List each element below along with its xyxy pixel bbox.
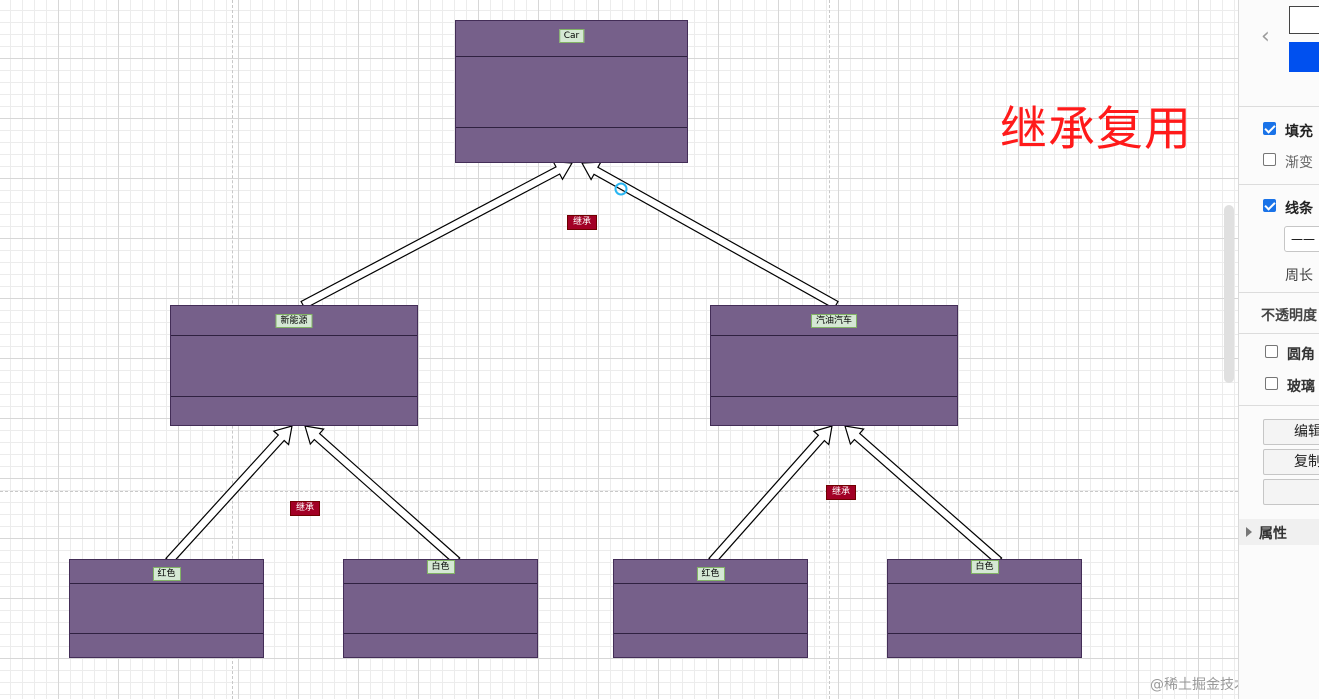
inheritance-arrow[interactable] (708, 425, 833, 565)
class-white-2[interactable]: 白色 (887, 559, 1082, 658)
gradient-label: 渐变 (1285, 155, 1313, 171)
class-name-car[interactable]: Car (558, 29, 585, 43)
class-car[interactable]: Car (455, 20, 688, 163)
class-name-gas-car[interactable]: 汽油汽车 (810, 314, 858, 328)
panel-divider (1239, 333, 1319, 334)
edit-button[interactable]: 编辑 (1263, 419, 1319, 445)
class-divider (70, 633, 263, 634)
line-style-select[interactable]: —— (1284, 226, 1319, 252)
class-red-2[interactable]: 红色 (613, 559, 808, 658)
connection-handle-icon[interactable] (613, 181, 629, 197)
class-name-red-2[interactable]: 红色 (696, 567, 725, 581)
line-label: 线条 (1285, 201, 1313, 217)
inheritance-arrow[interactable] (300, 160, 574, 310)
format-panel: ‹ 填充 渐变 线条 —— 周长 不透明度 圆角 玻璃 编辑 复制 属性 (1238, 0, 1319, 699)
expand-triangle-icon[interactable] (1246, 527, 1252, 537)
class-new-energy[interactable]: 新能源 (170, 305, 418, 426)
inheritance-arrow[interactable] (165, 425, 293, 565)
class-divider (711, 335, 957, 336)
vertical-scrollbar[interactable] (1224, 205, 1234, 383)
edge-label-inherit-right[interactable]: 继承 (826, 485, 857, 500)
color-swatch-white[interactable] (1289, 6, 1319, 34)
glass-label: 玻璃 (1287, 379, 1315, 395)
class-divider (456, 56, 687, 57)
gradient-checkbox[interactable] (1263, 153, 1276, 166)
panel-divider (1239, 106, 1319, 107)
properties-section-header[interactable] (1239, 519, 1319, 545)
class-gas-car[interactable]: 汽油汽车 (710, 305, 958, 426)
annotation-title: 继承复用 (1000, 102, 1192, 157)
inheritance-edges (165, 160, 1003, 565)
class-name-white-2[interactable]: 白色 (970, 560, 999, 574)
color-swatch-blue[interactable] (1289, 42, 1319, 72)
rounded-label: 圆角 (1287, 347, 1315, 363)
class-divider (70, 583, 263, 584)
edge-label-inherit-top[interactable]: 继承 (567, 215, 598, 230)
rounded-checkbox[interactable] (1265, 345, 1278, 358)
diagram-canvas[interactable]: Car 新能源 汽油汽车 红色 白色 红色 白色 继承 继承 继承 (0, 0, 1276, 699)
opacity-label: 不透明度 (1261, 308, 1317, 324)
edge-label-inherit-left[interactable]: 继承 (290, 501, 321, 516)
class-divider (711, 396, 957, 397)
panel-button-blank[interactable] (1263, 479, 1319, 505)
class-white-1[interactable]: 白色 (343, 559, 538, 658)
properties-label: 属性 (1259, 526, 1287, 542)
copy-button[interactable]: 复制 (1263, 449, 1319, 475)
class-divider (344, 583, 537, 584)
class-name-white-1[interactable]: 白色 (426, 560, 455, 574)
class-divider (171, 335, 417, 336)
fill-label: 填充 (1285, 124, 1313, 140)
page-break-line (0, 491, 1238, 492)
fill-checkbox[interactable] (1263, 122, 1276, 135)
inheritance-arrow[interactable] (304, 425, 461, 565)
panel-divider (1239, 184, 1319, 185)
class-divider (888, 633, 1081, 634)
chevron-left-icon[interactable]: ‹ (1261, 24, 1270, 49)
inheritance-arrow[interactable] (844, 425, 1003, 565)
class-name-red-1[interactable]: 红色 (152, 567, 181, 581)
class-divider (456, 127, 687, 128)
class-red-1[interactable]: 红色 (69, 559, 264, 658)
line-checkbox[interactable] (1263, 199, 1276, 212)
class-divider (614, 583, 807, 584)
inheritance-arrow[interactable] (581, 161, 839, 310)
class-divider (344, 633, 537, 634)
perimeter-label: 周长 (1285, 268, 1313, 284)
class-divider (888, 583, 1081, 584)
panel-divider (1239, 405, 1319, 406)
class-name-new-energy[interactable]: 新能源 (275, 314, 313, 328)
panel-divider (1239, 292, 1319, 293)
glass-checkbox[interactable] (1265, 377, 1278, 390)
class-divider (171, 396, 417, 397)
class-divider (614, 633, 807, 634)
